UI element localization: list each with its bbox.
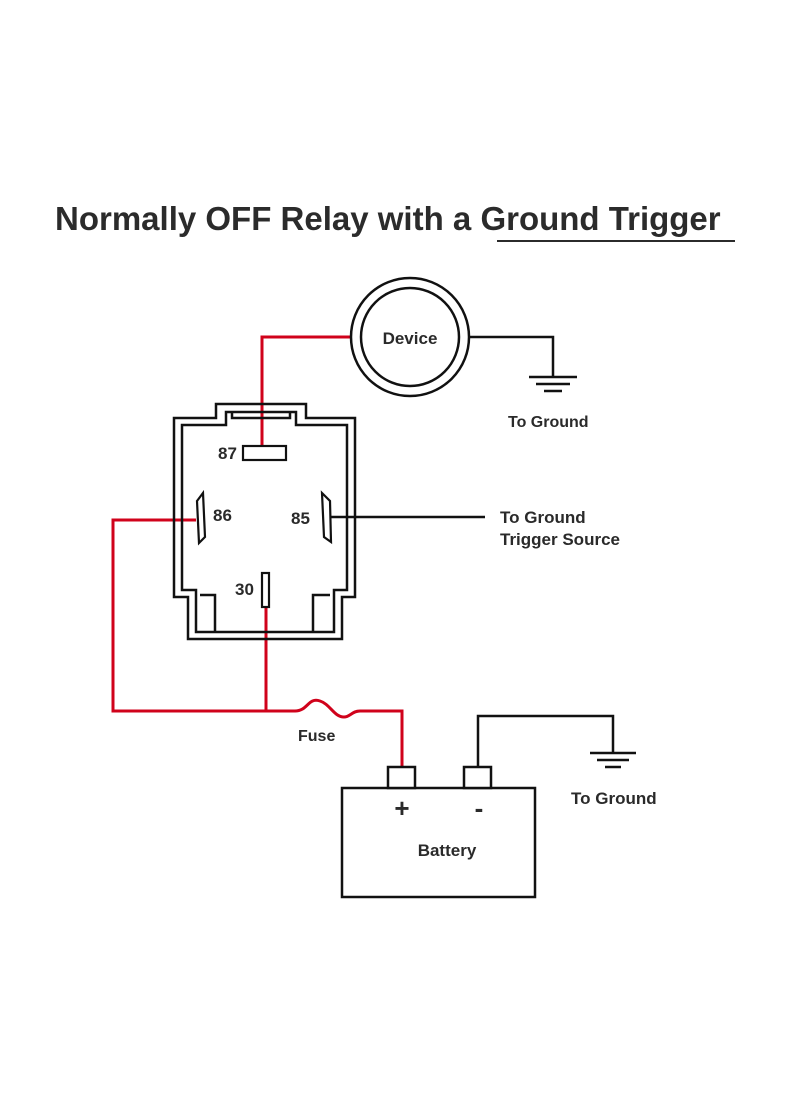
diagram-title: Normally OFF Relay with a Ground Trigger [55,200,721,237]
pin-85-terminal [320,490,333,545]
title-plain: Normally OFF Relay with a [55,200,480,237]
device-ground-icon [529,375,577,393]
battery-label: Battery [418,841,477,860]
relay-inner-outline [180,410,349,634]
battery-positive-post [386,765,417,790]
pin-87-terminal [241,444,288,462]
trigger-label-line1: To Ground [500,508,586,527]
relay-top-tab [230,412,292,420]
pin-85-label: 85 [291,509,310,528]
battery: + - Battery [340,765,537,899]
pin-87-label: 87 [218,444,237,463]
relay-pins [195,444,333,609]
battery-plus-label: + [394,793,409,823]
wire-device-to-ground [469,335,555,376]
fuse-label: Fuse [298,728,335,745]
fuse-symbol [266,698,404,767]
battery-body [340,786,537,899]
wire-86-to-junction [111,518,266,713]
device: Device [349,276,471,398]
pin-30-label: 30 [235,580,254,599]
trigger-label-line2: Trigger Source [500,530,620,549]
wire-device-to-87 [260,335,350,452]
positive-wires [111,335,404,767]
device-ground-label: To Ground [508,414,589,431]
battery-minus-label: - [475,793,484,823]
pin-86-terminal [195,489,207,546]
pin-30-terminal [260,571,271,609]
pin-86-label: 86 [213,506,232,525]
relay-foot-left [200,593,217,631]
relay-foot-right [311,593,330,631]
device-inner-ring [359,286,461,388]
device-label: Device [383,329,438,348]
relay [172,402,357,641]
battery-ground-icon [590,751,636,769]
relay-outer-outline [172,402,357,641]
title-underlined: Ground Trigger [480,200,720,237]
battery-negative-post [462,765,493,790]
wire-battery-to-ground [476,714,615,767]
battery-ground-label: To Ground [571,789,657,808]
